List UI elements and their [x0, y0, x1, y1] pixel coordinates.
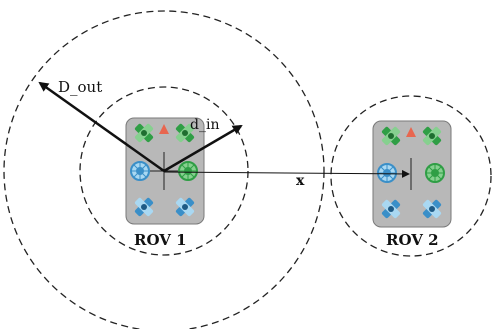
distance-x-label: x: [296, 173, 305, 189]
thruster-green-icon: [178, 161, 198, 181]
rov1-inner-circle: [79, 86, 249, 256]
heading-triangle-icon: [406, 127, 416, 137]
d-in-label: d_in: [190, 117, 219, 133]
heading-triangle-icon: [159, 124, 169, 134]
rov1-label: ROV 1: [134, 231, 187, 249]
rov2-outer-circle: [330, 95, 492, 257]
d-out-label: D_out: [58, 78, 102, 96]
thruster-blue-icon: [377, 163, 397, 183]
d-in-arrow: [163, 124, 243, 173]
distance-x-arrow: [163, 169, 410, 178]
d-out-arrow: [38, 81, 165, 173]
rov2-label: ROV 2: [386, 231, 439, 249]
thruster-blue-icon: [130, 161, 150, 181]
thruster-green-icon: [425, 163, 445, 183]
rov1-outer-circle: [3, 10, 325, 329]
